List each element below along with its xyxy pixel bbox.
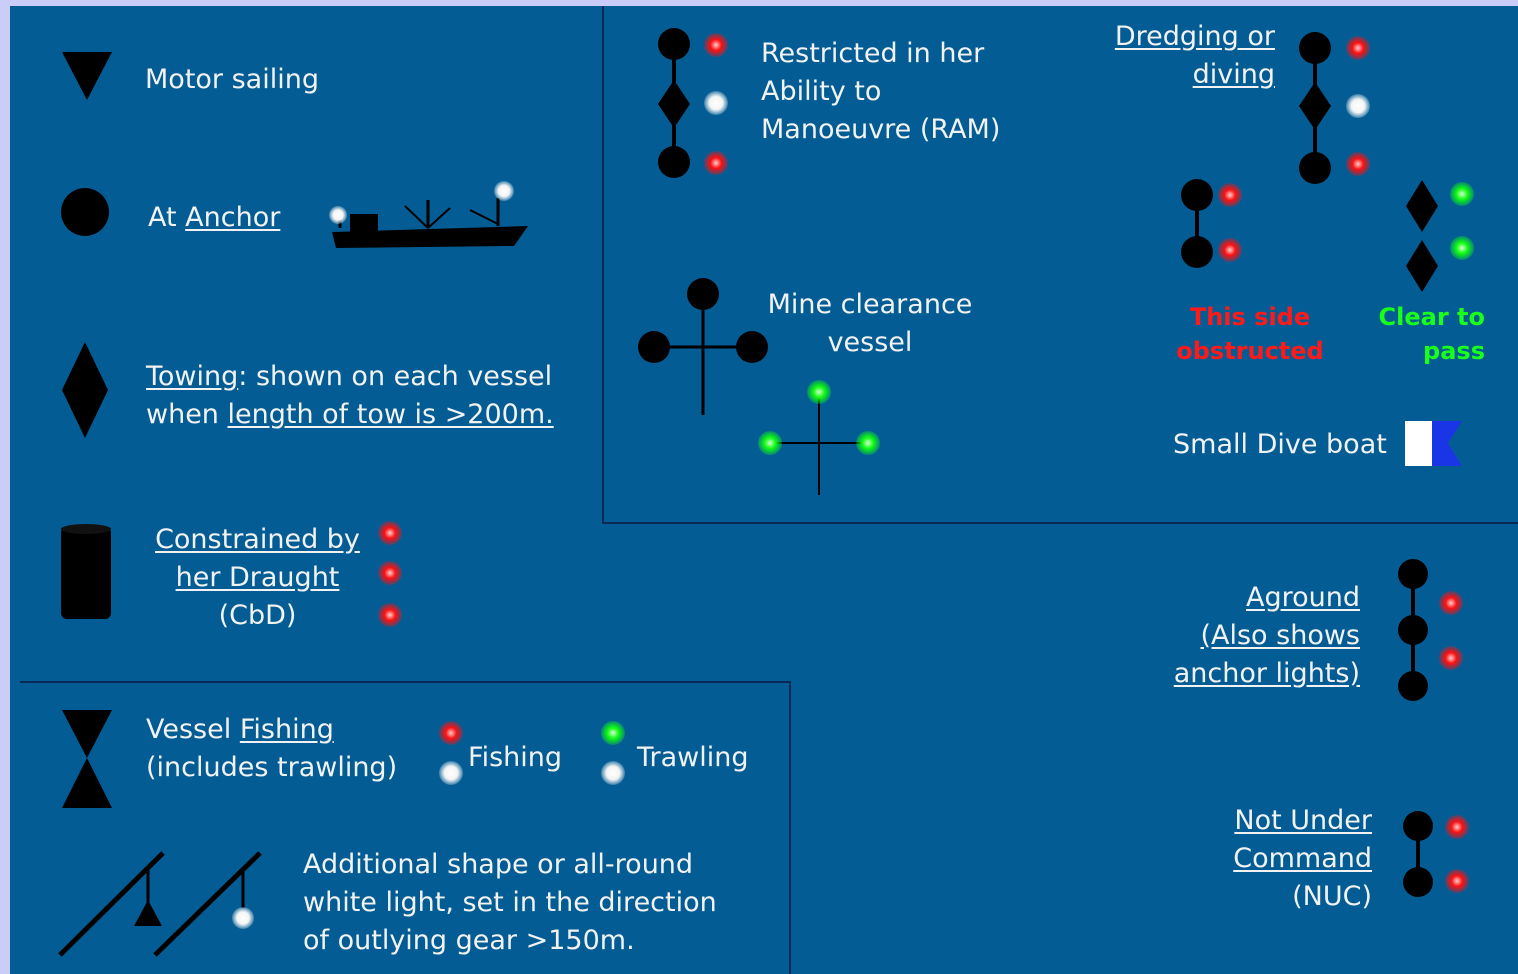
trawling-lights-label: Trawling bbox=[637, 742, 749, 773]
ball-icon bbox=[61, 188, 109, 236]
cbd-red-lights bbox=[378, 521, 402, 627]
anchor-link[interactable]: Anchor bbox=[185, 202, 281, 233]
aground-link-line-2[interactable]: (Also shows bbox=[1200, 620, 1360, 651]
outlying-gear-icon bbox=[58, 851, 262, 957]
motor-sailing-label: Motor sailing bbox=[145, 64, 319, 95]
obstructed-line-1: This side bbox=[1189, 303, 1311, 331]
towing-link[interactable]: Towing bbox=[146, 361, 239, 392]
outlying-gear-label: Additional shape or all-round white ligh… bbox=[303, 846, 717, 960]
dredging-label: Dredging or diving bbox=[1090, 18, 1275, 94]
trawling-lights bbox=[601, 721, 625, 785]
clear-pass-line-2: pass bbox=[1423, 337, 1485, 365]
ram-signal-icon bbox=[658, 28, 728, 178]
aground-signal-icon bbox=[1398, 559, 1463, 701]
aground-link-line-1[interactable]: Aground bbox=[1246, 582, 1360, 613]
fishing-line-2: (includes trawling) bbox=[146, 752, 398, 783]
fishing-lights bbox=[439, 721, 463, 785]
towing-line-1-rest: : shown on each vessel bbox=[238, 361, 553, 392]
nuc-link-line-1[interactable]: Not Under bbox=[1234, 805, 1372, 836]
fishing-line-1: Vessel Fishing bbox=[146, 711, 334, 749]
ram-label: Restricted in her Ability to Manoeuvre (… bbox=[761, 35, 1000, 149]
obstructed-side-icon bbox=[1181, 179, 1242, 268]
two-cones-icon bbox=[62, 710, 112, 808]
mine-clearance-line-1: Mine clearance bbox=[767, 289, 973, 320]
cylinder-icon bbox=[61, 524, 111, 619]
towing-line-1: Towing: shown on each vessel bbox=[146, 358, 552, 396]
dredging-link-line-2[interactable]: diving bbox=[1192, 59, 1275, 90]
cbd-abbrev: (CbD) bbox=[218, 600, 297, 631]
anchored-ship-icon bbox=[329, 181, 528, 248]
diamond-icon bbox=[62, 342, 108, 438]
outlying-gear-line-2: white light, set in the direction bbox=[303, 887, 717, 918]
aground-label: Aground (Also shows anchor lights) bbox=[1130, 579, 1360, 693]
clear-pass-label: Clear to pass bbox=[1350, 300, 1485, 368]
nuc-link-line-2[interactable]: Command bbox=[1233, 843, 1372, 874]
cbd-label: Constrained by her Draught (CbD) bbox=[140, 521, 375, 635]
nuc-abbrev: (NUC) bbox=[1292, 881, 1372, 912]
outlying-gear-line-3: of outlying gear >150m. bbox=[303, 925, 635, 956]
anchor-label: At Anchor bbox=[148, 199, 280, 237]
fishing-link[interactable]: Fishing bbox=[239, 714, 334, 745]
dredging-link-line-1[interactable]: Dredging or bbox=[1114, 21, 1275, 52]
cbd-link-line-2[interactable]: her Draught bbox=[175, 562, 340, 593]
signals-artwork bbox=[20, 6, 1518, 974]
nuc-label: Not Under Command (NUC) bbox=[1180, 802, 1372, 916]
ram-line-2: Ability to bbox=[761, 76, 882, 107]
diagram-panel: Motor sailing At Anchor Towing: shown on… bbox=[10, 6, 1518, 974]
obstructed-line-2: obstructed bbox=[1176, 337, 1324, 365]
dive-boat-label: Small Dive boat bbox=[1173, 429, 1387, 460]
mine-clearance-shapes-icon bbox=[638, 278, 768, 415]
towing-line-2-prefix: when bbox=[146, 399, 228, 430]
tow-length-link[interactable]: length of tow is >200m. bbox=[227, 399, 554, 430]
dredging-signal-icon bbox=[1299, 32, 1370, 184]
mine-clearance-line-2: vessel bbox=[827, 327, 913, 358]
ram-line-1: Restricted in her bbox=[761, 38, 985, 69]
fishing-lights-label: Fishing bbox=[468, 742, 562, 773]
mine-clearance-label: Mine clearance vessel bbox=[755, 286, 985, 362]
mine-clearance-lights-icon bbox=[758, 380, 880, 495]
nuc-signal-icon bbox=[1403, 811, 1469, 897]
towing-line-2: when length of tow is >200m. bbox=[146, 396, 554, 434]
panel-borders bbox=[20, 6, 1518, 974]
fishing-prefix: Vessel bbox=[146, 714, 240, 745]
aground-link-line-3[interactable]: anchor lights) bbox=[1173, 658, 1360, 689]
obstructed-label: This side obstructed bbox=[1160, 300, 1340, 368]
clear-pass-line-1: Clear to bbox=[1378, 303, 1485, 331]
cbd-link-line-1[interactable]: Constrained by bbox=[155, 524, 360, 555]
clear-side-icon bbox=[1406, 180, 1474, 292]
cone-down-icon bbox=[62, 52, 112, 100]
alpha-flag-icon bbox=[1405, 421, 1462, 466]
ram-line-3: Manoeuvre (RAM) bbox=[761, 114, 1001, 145]
outlying-gear-line-1: Additional shape or all-round bbox=[303, 849, 694, 880]
anchor-prefix: At bbox=[148, 202, 186, 233]
